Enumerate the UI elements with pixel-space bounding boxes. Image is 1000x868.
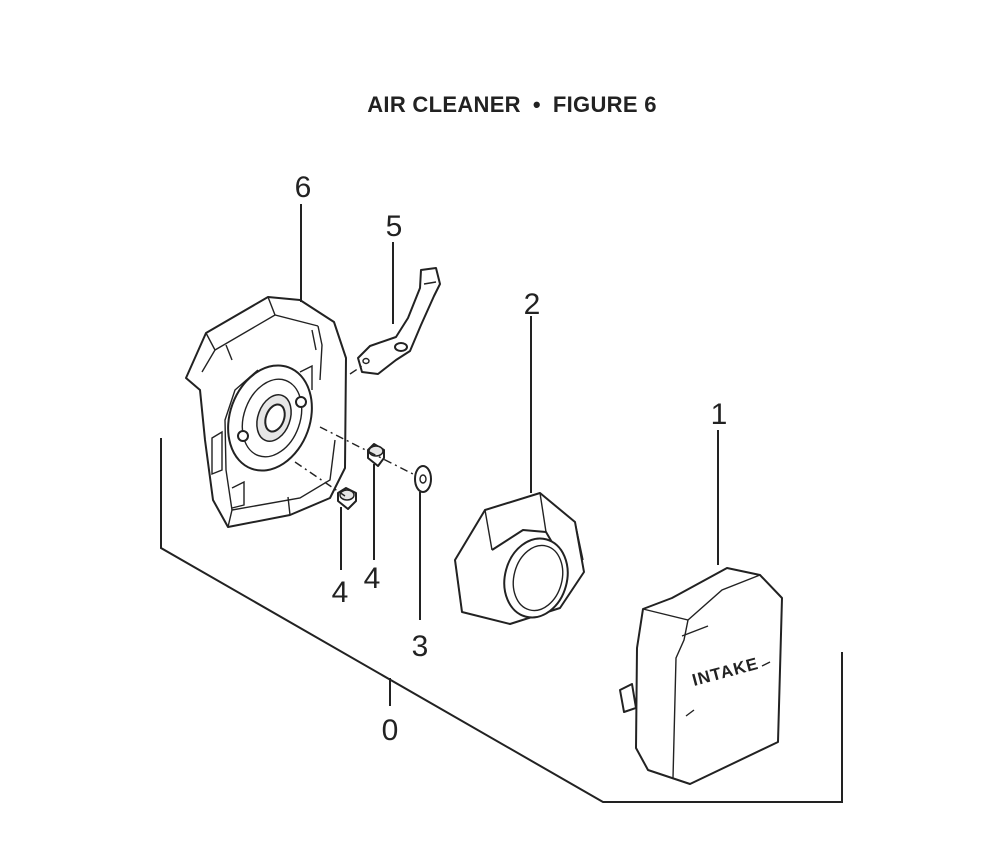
part-1-intake-cover: INTAKE <box>619 567 783 785</box>
part-5-choke-lever <box>357 267 441 375</box>
part-2-filter-element <box>454 492 585 625</box>
callout-1: 1 <box>711 398 728 431</box>
figure-title: AIR CLEANER • FIGURE 6 <box>0 92 1000 118</box>
figure-title-number: FIGURE 6 <box>552 92 657 117</box>
callout-4-lower: 4 <box>332 576 349 609</box>
alignment-centerline-lower <box>294 461 346 497</box>
callout-5: 5 <box>386 210 403 243</box>
part-4-screw-upper <box>367 443 385 467</box>
callout-4-upper: 4 <box>364 562 381 595</box>
part-6-cleaner-base <box>185 296 347 528</box>
callout-6: 6 <box>295 171 312 204</box>
callout-2: 2 <box>524 288 541 321</box>
callout-3: 3 <box>412 630 429 663</box>
leader-lines <box>300 204 719 706</box>
part-3-washer <box>414 465 432 493</box>
figure-title-separator: • <box>532 92 541 117</box>
assembly-bracket <box>160 438 843 803</box>
alignment-centerline-lever <box>349 365 363 375</box>
callout-0: 0 <box>382 714 399 747</box>
figure-title-name: AIR CLEANER <box>367 92 521 117</box>
part-4-screw-lower <box>337 487 357 510</box>
